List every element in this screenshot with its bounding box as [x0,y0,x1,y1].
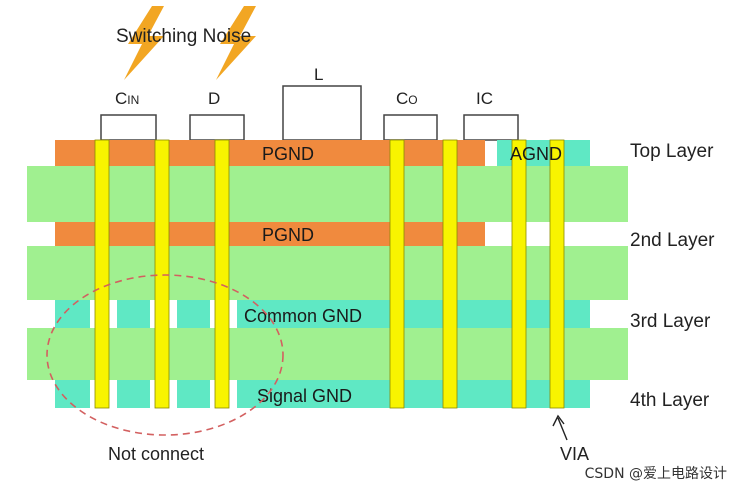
co-component [383,114,438,141]
lightning-bolt-icon [216,6,256,80]
pgnd-top-label: PGND [262,144,314,164]
gnd-segment [55,300,90,328]
d-component [189,114,245,141]
gnd-segment [55,380,90,408]
dielectric-layer [27,166,628,222]
d-label: D [208,89,220,108]
common-gnd-plane [237,300,590,328]
dielectric-layer [27,246,628,300]
via [154,139,170,409]
signal-gnd-plane [237,380,590,408]
common-gnd-label: Common GND [244,306,362,326]
third-layer-label: 3rd Layer [630,311,711,332]
top-layer-label: Top Layer [630,141,714,162]
watermark: CSDN @爱上电路设计 [585,466,727,482]
gnd-segment [177,380,210,408]
gnd-segment [117,300,150,328]
gnd-segment [177,300,210,328]
signal-gnd-label: Signal GND [257,386,352,406]
fourth-layer-label: 4th Layer [630,390,710,411]
via [389,139,405,409]
via [549,139,565,409]
cin-label: CIN [115,89,139,108]
pgnd-2nd-label: PGND [262,225,314,245]
via-arrow-icon [552,414,568,441]
via [511,139,527,409]
l-component [282,85,362,141]
via [94,139,110,409]
via-label: VIA [560,444,589,464]
via [214,139,230,409]
gnd-segment [117,380,150,408]
not-connect-circle [46,274,284,436]
via [442,139,458,409]
lightning-bolt-icon [124,6,164,80]
ic-label: IC [476,89,493,108]
l-label: L [314,65,323,84]
pgnd-top-plane [55,140,485,166]
co-label: CO [396,89,418,108]
not-connect-label: Not connect [108,444,204,464]
agnd-label: AGND [510,144,562,164]
cin-component [100,114,157,141]
pgnd-2nd-plane [55,222,485,246]
dielectric-layer [27,328,628,380]
ic-component [463,114,519,141]
second-layer-label: 2nd Layer [630,230,715,251]
switching-noise-label: Switching Noise [116,26,251,47]
